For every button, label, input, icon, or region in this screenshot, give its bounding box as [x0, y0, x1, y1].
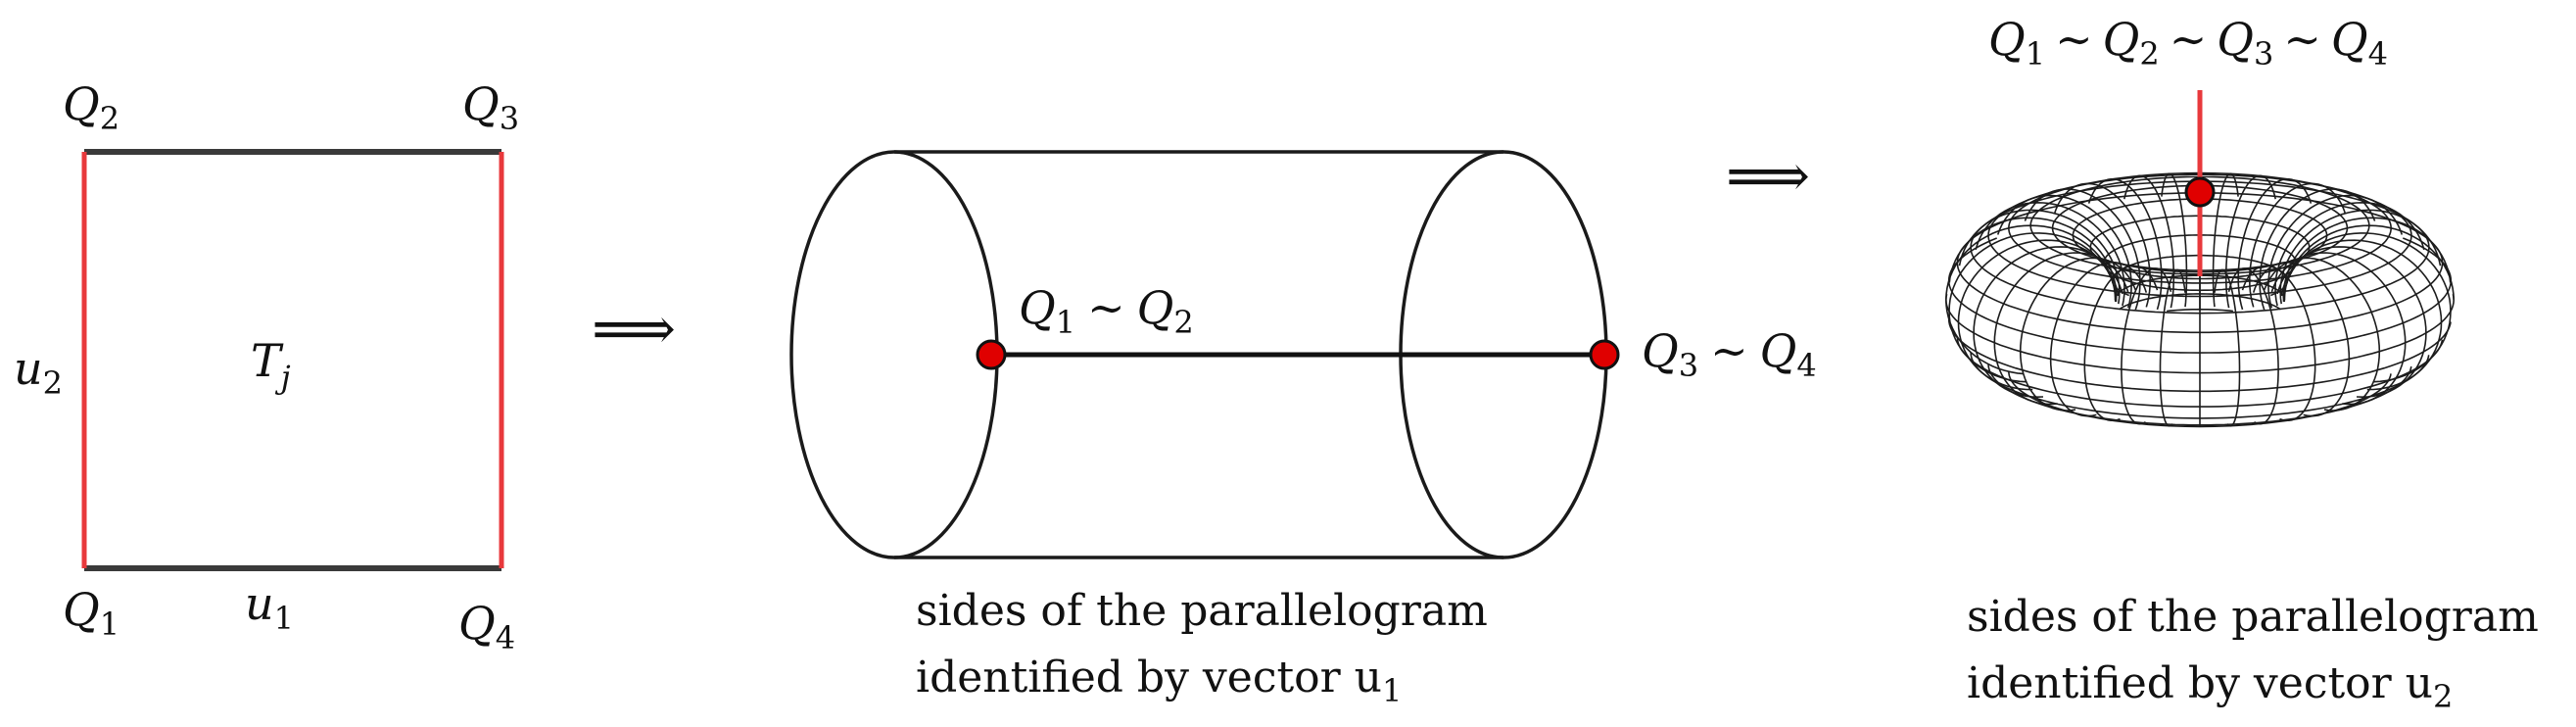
point-q1-q2 [976, 339, 1007, 370]
parallelogram-square: Q2 Q3 Q1 Q4 Tj u2 u1 [14, 77, 519, 656]
label-tj: Tj [251, 334, 291, 396]
torus-top-label: Q1∼Q2∼Q3∼Q4 [1988, 13, 2388, 73]
torus-caption-line2: identified by vector u2 [1967, 658, 2453, 715]
torus-mesh-line [1993, 342, 2058, 406]
torus-mesh-line [2119, 293, 2281, 311]
label-q3-sim-q4: Q3∼Q4 [1642, 324, 1817, 384]
cylinder-left-end [789, 150, 999, 559]
torus-mesh-line [1947, 318, 2452, 393]
torus-mesh-line [2111, 254, 2289, 297]
torus-mesh-line [1944, 294, 2455, 374]
torus-mesh-line [2402, 237, 2453, 281]
torus-mesh-line [2008, 371, 2392, 428]
torus-mesh-line [1947, 237, 2453, 354]
torus-mesh-line [2072, 198, 2328, 273]
cylinder-caption-line1: sides of the parallelogram [916, 586, 1488, 636]
torus-mesh-line [2007, 171, 2392, 284]
torus-mesh-line [1945, 299, 2025, 375]
torus-mesh-line [2270, 280, 2289, 297]
torus-mesh-line [2123, 174, 2175, 309]
torus-mesh-line [2053, 182, 2152, 308]
label-q4: Q4 [458, 597, 515, 656]
label-q3: Q3 [462, 77, 519, 137]
torus-mesh-line [1948, 232, 2118, 312]
torus-mesh-line [2452, 294, 2455, 301]
torus-mesh-line [2114, 274, 2286, 303]
torus-mesh-line [2214, 268, 2241, 372]
torus-mesh-line [2237, 178, 2313, 311]
label-q1: Q1 [63, 583, 119, 643]
cylinder-caption-line2: identified by vector u1 [916, 653, 1402, 709]
torus-mesh-line [1956, 192, 2444, 334]
label-q2: Q2 [63, 77, 119, 137]
implies-arrow-1: ⟹ [592, 295, 676, 364]
implies-arrow-2: ⟹ [1726, 142, 1810, 211]
torus-mesh-line [2089, 215, 2311, 280]
torus-mesh-line [2342, 342, 2407, 406]
torus-mesh-line [2103, 234, 2297, 292]
torus-mesh-line [1970, 352, 2430, 419]
label-u2: u2 [14, 342, 63, 402]
torus-mesh-line [2087, 178, 2163, 311]
point-q1-q2-q3-q4 [2184, 176, 2216, 208]
torus-mesh-line [2263, 257, 2381, 352]
torus-mesh-line [1987, 364, 2412, 426]
torus-caption-line1: sides of the parallelogram [1967, 592, 2539, 642]
point-q3-q4 [1589, 339, 1620, 370]
torus-mesh-line [2276, 246, 2427, 333]
torus-mesh-line [2167, 308, 2233, 313]
label-q1-sim-q2: Q1∼Q2 [1019, 281, 1194, 341]
torus-mesh-line [2019, 257, 2137, 352]
torus-mesh-line [2224, 174, 2276, 309]
torus-mesh-line [2159, 268, 2186, 372]
label-u1: u1 [245, 577, 294, 637]
torus-mesh-line [1956, 336, 2444, 408]
